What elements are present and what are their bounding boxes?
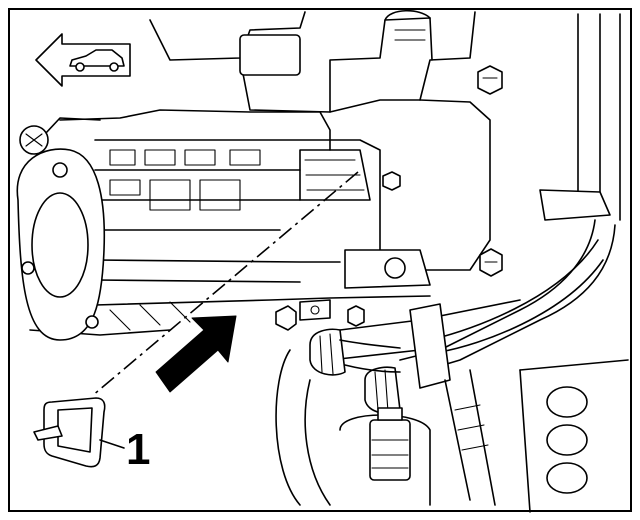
support-plate [519, 359, 629, 513]
engine-block [19, 9, 503, 336]
installation-direction-arrow-icon [155, 315, 237, 393]
callout-leader-line [99, 439, 125, 449]
figure-frame [8, 8, 632, 512]
car-front-direction-icon [35, 33, 131, 87]
brake-lines-and-hoses [275, 13, 621, 506]
exhaust-flange [16, 148, 106, 341]
callout-number: 1 [126, 425, 150, 474]
plug-part [33, 397, 106, 468]
